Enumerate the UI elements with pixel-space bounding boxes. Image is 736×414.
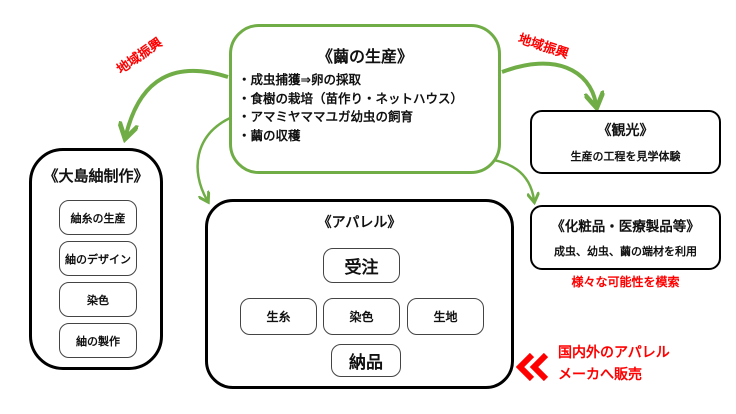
production-box: 《繭の生産》 ・成虫捕獲⇒卵の採取 ・食樹の栽培（苗作り・ネットハウス） ・アマ… [229, 24, 501, 174]
oshima-title: 《大島紬制作》 [43, 167, 149, 185]
production-item: ・食樹の栽培（苗作り・ネットハウス） [238, 90, 464, 106]
oshima-tsumugi-box: 《大島紬制作》 紬糸の生産 紬のデザイン 染色 紬の製作 [29, 148, 163, 370]
region-label-left: 地域振興 [114, 35, 166, 78]
production-item: ・繭の収穫 [238, 127, 301, 143]
node-raw-silk: 生糸 [240, 298, 317, 335]
tourism-desc: 生産の工程を見学体験 [570, 150, 681, 163]
arrow-production-to-tourism [501, 61, 596, 104]
cosmetics-title: 《化粧品・医療製品等》 [551, 219, 700, 235]
cosmetics-box: 《化粧品・医療製品等》 成虫、幼虫、繭の端材を利用 [530, 205, 721, 270]
node-dyeing: 染色 [323, 298, 400, 335]
export-note: 国内外のアパレル メーカへ販売 [558, 342, 670, 386]
cosmetics-note: 様々な可能性を模索 [571, 275, 680, 289]
double-chevron-left-icon [515, 352, 550, 385]
oshima-step: 紬の製作 [59, 323, 137, 358]
production-list: ・成虫捕獲⇒卵の採取 ・食樹の栽培（苗作り・ネットハウス） ・アマミヤママユガ幼… [232, 71, 498, 145]
oshima-step: 紬のデザイン [59, 241, 137, 276]
production-title: 《繭の生産》 [316, 47, 413, 66]
region-label-right: 地域振興 [516, 31, 571, 63]
oshima-step: 紬糸の生産 [59, 200, 137, 235]
oshima-step: 染色 [59, 282, 137, 317]
node-fabric: 生地 [407, 298, 484, 335]
export-note-line2: メーカへ販売 [558, 367, 642, 383]
cosmetics-desc: 成虫、幼虫、繭の端材を利用 [554, 245, 697, 258]
tourism-title: 《観光》 [597, 123, 654, 139]
tourism-box: 《観光》 生産の工程を見学体験 [530, 110, 721, 174]
node-delivery: 納品 [331, 344, 401, 377]
export-note-line1: 国内外のアパレル [558, 345, 670, 361]
arrow-production-to-oshima [126, 68, 229, 135]
apparel-box: 《アパレル》 受注 生糸 染色 生地 納品 [205, 199, 514, 389]
production-item: ・成虫捕獲⇒卵の採取 [238, 72, 361, 87]
apparel-title: 《アパレル》 [317, 215, 402, 231]
node-order: 受注 [323, 248, 400, 283]
arrow-production-to-apparel [196, 116, 231, 200]
production-item: ・アマミヤママユガ幼虫の飼育 [238, 109, 414, 124]
